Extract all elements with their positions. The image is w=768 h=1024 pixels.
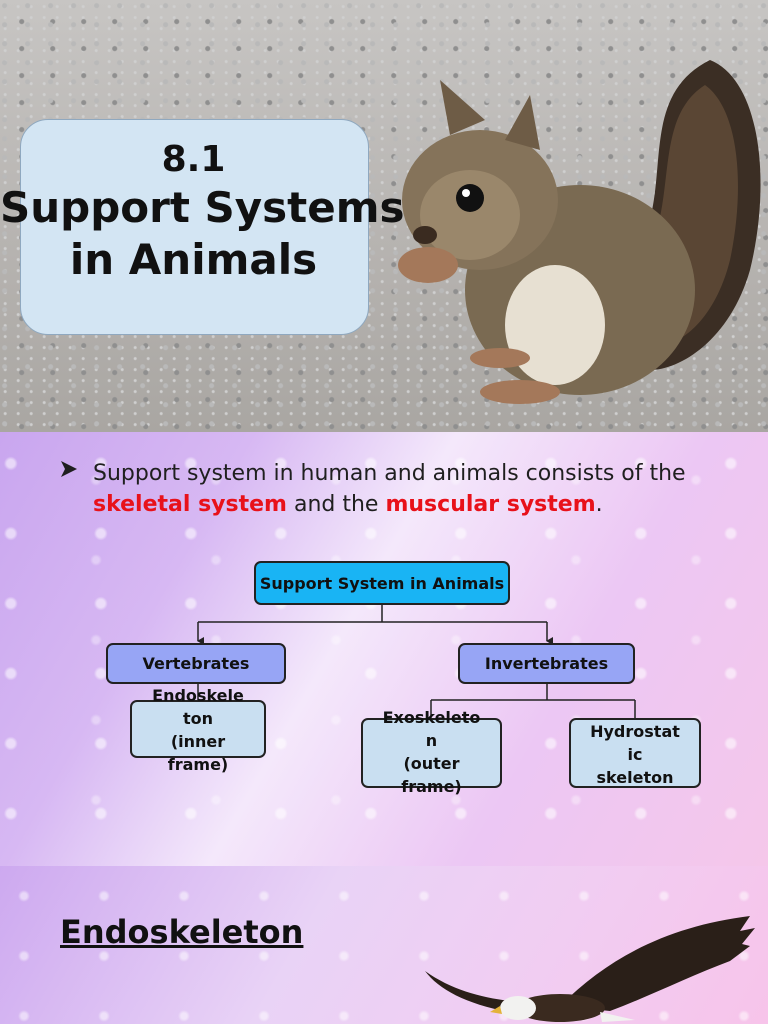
bullet-text-part: and the (286, 492, 386, 517)
bullet-text: Support system in human and animals cons… (93, 458, 718, 520)
node-invertebrates: Invertebrates (458, 643, 635, 684)
node-label: Support System in Animals (259, 573, 505, 593)
node-vertebrates: Vertebrates (106, 643, 286, 684)
node-label: Vertebrates (142, 654, 250, 673)
skeletal-system-highlight: skeletal system (93, 492, 287, 517)
bullet-text-part: . (595, 492, 603, 517)
section-number: 8.1 (161, 139, 226, 180)
title-card (20, 119, 369, 335)
muscular-system-highlight: muscular system (385, 492, 596, 517)
title-line-1: Support Systems (0, 183, 405, 232)
node-exoskeleton (361, 718, 502, 788)
eagle-illustration (425, 916, 755, 1022)
squirrel-illustration (398, 60, 761, 404)
slide-title: 8.1 Support Systems in Animals (0, 138, 405, 286)
bullet-text-part: Support system in human and animals cons… (93, 461, 686, 486)
node-label: Invertebrates (484, 654, 609, 673)
node-support-system-root: Support System in Animals (254, 561, 510, 605)
title-line-2: in Animals (69, 235, 318, 284)
endoskeleton-heading: Endoskeleton (60, 913, 304, 951)
node-hydrostatic-skeleton (569, 718, 701, 788)
node-endoskeleton (130, 700, 266, 758)
arrow-bullet-icon (61, 461, 77, 477)
